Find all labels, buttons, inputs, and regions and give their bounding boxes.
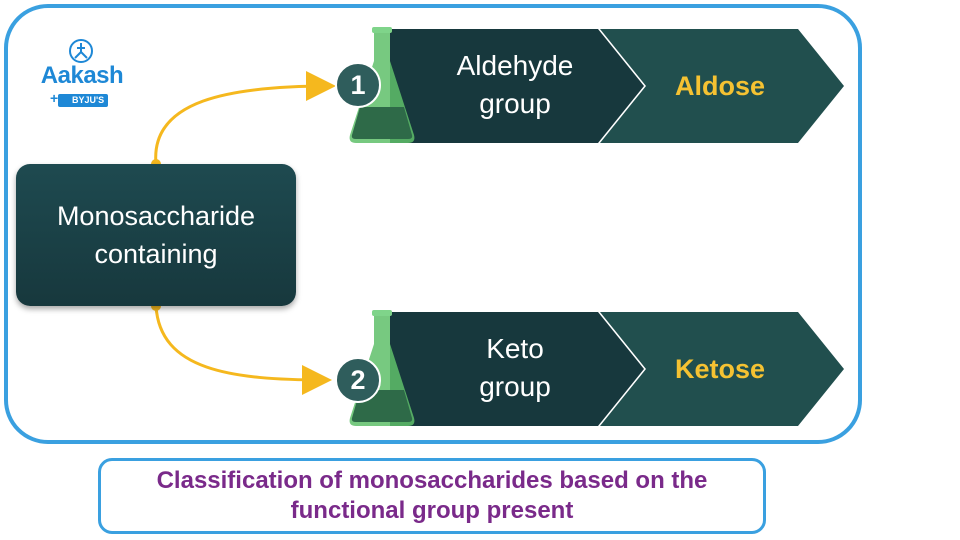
branch-2-result-chevron [600, 312, 844, 426]
branch-2-number-badge [335, 357, 381, 403]
source-line-2: containing [94, 239, 218, 269]
logo-sub-text: BYJU'S [58, 94, 109, 107]
connector-top [154, 71, 336, 165]
logo-plus-icon: + [50, 90, 59, 106]
branch-keto: 2 Keto group Ketose [330, 310, 850, 430]
caption-line-2: functional group present [290, 497, 574, 524]
branch-2-group-chevron [390, 312, 644, 426]
branch-1-number: 1 [350, 69, 366, 100]
outer-frame [4, 4, 862, 444]
branch-1-result-chevron [600, 29, 844, 143]
monosaccharide-box: Monosaccharide containing [16, 164, 296, 306]
branch-1-group-label: Aldehyde group [420, 41, 610, 129]
aakash-logo-icon [69, 39, 93, 63]
flask-icon [349, 27, 415, 143]
branch-1-result: Aldose [674, 70, 766, 101]
brand-logo: Aakash + BYJU'S [32, 38, 142, 118]
branch-2-group-line-2: group [479, 371, 551, 402]
figure-caption: Classification of monosaccharides based … [98, 458, 766, 534]
branch-1-group-line-1: Aldehyde [456, 50, 574, 81]
source-line-1: Monosaccharide [56, 201, 256, 231]
branch-1-shapes [335, 27, 844, 143]
branch-2-group-line-1: Keto [486, 333, 544, 364]
branch-2-number: 2 [350, 364, 366, 395]
branch-1-number-badge [335, 62, 381, 108]
connector-bottom [154, 305, 332, 395]
branch-aldehyde: 1 Aldehyde group Aldose [330, 27, 850, 147]
branch-1-group-line-2: group [479, 88, 551, 119]
branch-2-shapes [335, 310, 844, 426]
caption-line-1: Classification of monosaccharides based … [156, 467, 708, 494]
branch-1-group-chevron [390, 29, 644, 143]
branch-2-result: Ketose [674, 353, 766, 384]
logo-brand-text: Aakash [40, 62, 124, 89]
branch-2-group-label: Keto group [420, 324, 610, 412]
